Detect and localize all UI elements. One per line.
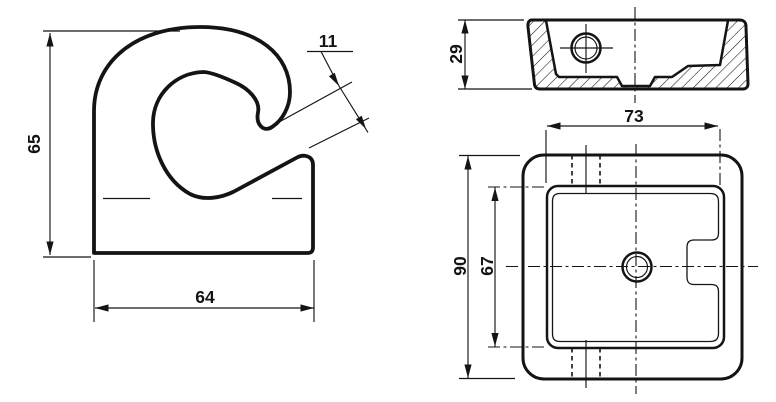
dim-height-90: 90 (450, 154, 520, 380)
extension-line (308, 117, 370, 149)
dim-label: 29 (446, 44, 466, 64)
arrowhead (491, 187, 499, 201)
arrowhead (491, 333, 499, 347)
section-hatching (527, 20, 748, 89)
dim-label: 73 (624, 106, 644, 126)
side-view: 65 64 11 (24, 25, 370, 322)
section-outer-outline (526, 18, 750, 91)
arrowhead (461, 75, 469, 89)
arrowhead (328, 72, 339, 86)
dim-height-65: 65 (24, 30, 180, 258)
dim-width-64: 64 (93, 260, 315, 322)
dim-slot-11: 11 (280, 31, 370, 149)
dim-label: 90 (450, 256, 470, 276)
dim-label: 64 (195, 287, 215, 307)
arrowhead (464, 156, 472, 170)
dim-label: 11 (319, 31, 338, 51)
arrowhead (704, 122, 718, 130)
arrowhead (300, 304, 314, 312)
front-inner-fillet (551, 192, 720, 343)
hook-outline (92, 25, 315, 255)
dim-opening-height-67: 67 (477, 186, 547, 348)
arrowhead (46, 33, 54, 47)
dim-label: 65 (24, 134, 44, 154)
arrowhead (95, 304, 109, 312)
arrowhead (547, 122, 561, 130)
dim-depth-29: 29 (446, 19, 532, 90)
dim-label: 67 (477, 256, 497, 275)
arrowhead (461, 20, 469, 34)
arrowhead (464, 364, 472, 378)
arrowhead (355, 115, 366, 129)
front-view: 73 90 67 (450, 106, 758, 394)
top-section-view: 29 (446, 7, 750, 103)
arrowhead (46, 241, 54, 255)
dim-opening-width-73: 73 (545, 106, 721, 187)
section-cavity-outline (544, 19, 730, 88)
